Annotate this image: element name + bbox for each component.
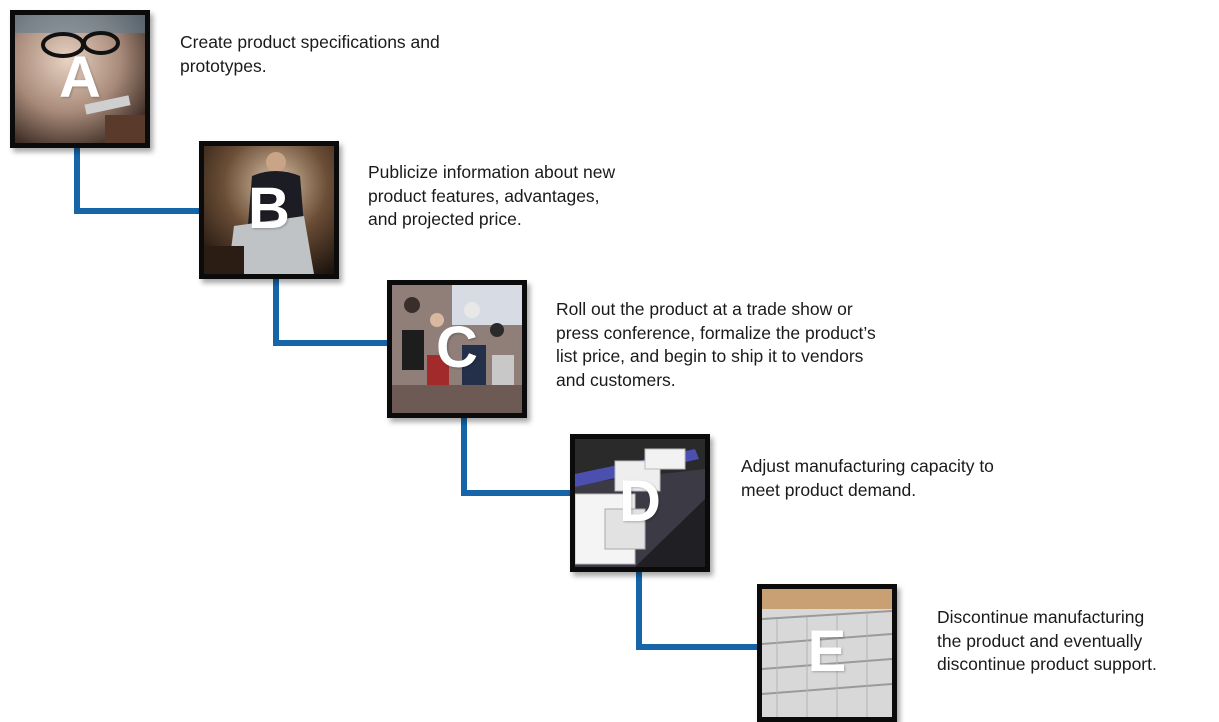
stage-c-letter: C <box>436 315 478 381</box>
connector-b-c <box>273 275 389 346</box>
stage-b-photo: B <box>199 141 339 279</box>
connector-c-d <box>461 414 572 496</box>
stage-e-photo: E <box>757 584 897 722</box>
empty-store-shelves-image <box>762 589 892 717</box>
stage-d-photo: D <box>570 434 710 572</box>
stage-a-description: Create product specifications and protot… <box>180 32 440 76</box>
stage-e-letter: E <box>807 619 847 685</box>
stage-d-description: Adjust manufacturing capacity to meet pr… <box>741 456 994 500</box>
stage-b-description: Publicize information about new product … <box>368 162 616 229</box>
stage-d-letter: D <box>619 469 661 535</box>
person-examining-prototype-image <box>15 15 145 143</box>
connector-a-b <box>74 145 201 214</box>
speaker-at-podium-image <box>204 146 334 274</box>
connector-d-e <box>636 568 759 650</box>
boxes-on-conveyor-image <box>575 439 705 567</box>
trade-show-crowd-image <box>392 285 522 413</box>
stage-b-letter: B <box>248 176 290 242</box>
stage-c-photo: C <box>387 280 527 418</box>
stage-a-photo: A <box>10 10 150 148</box>
stage-a-letter: A <box>59 45 101 111</box>
stage-c-description: Roll out the product at a trade show or … <box>556 299 876 390</box>
stage-e-description: Discontinue manufacturing the product an… <box>937 607 1157 674</box>
